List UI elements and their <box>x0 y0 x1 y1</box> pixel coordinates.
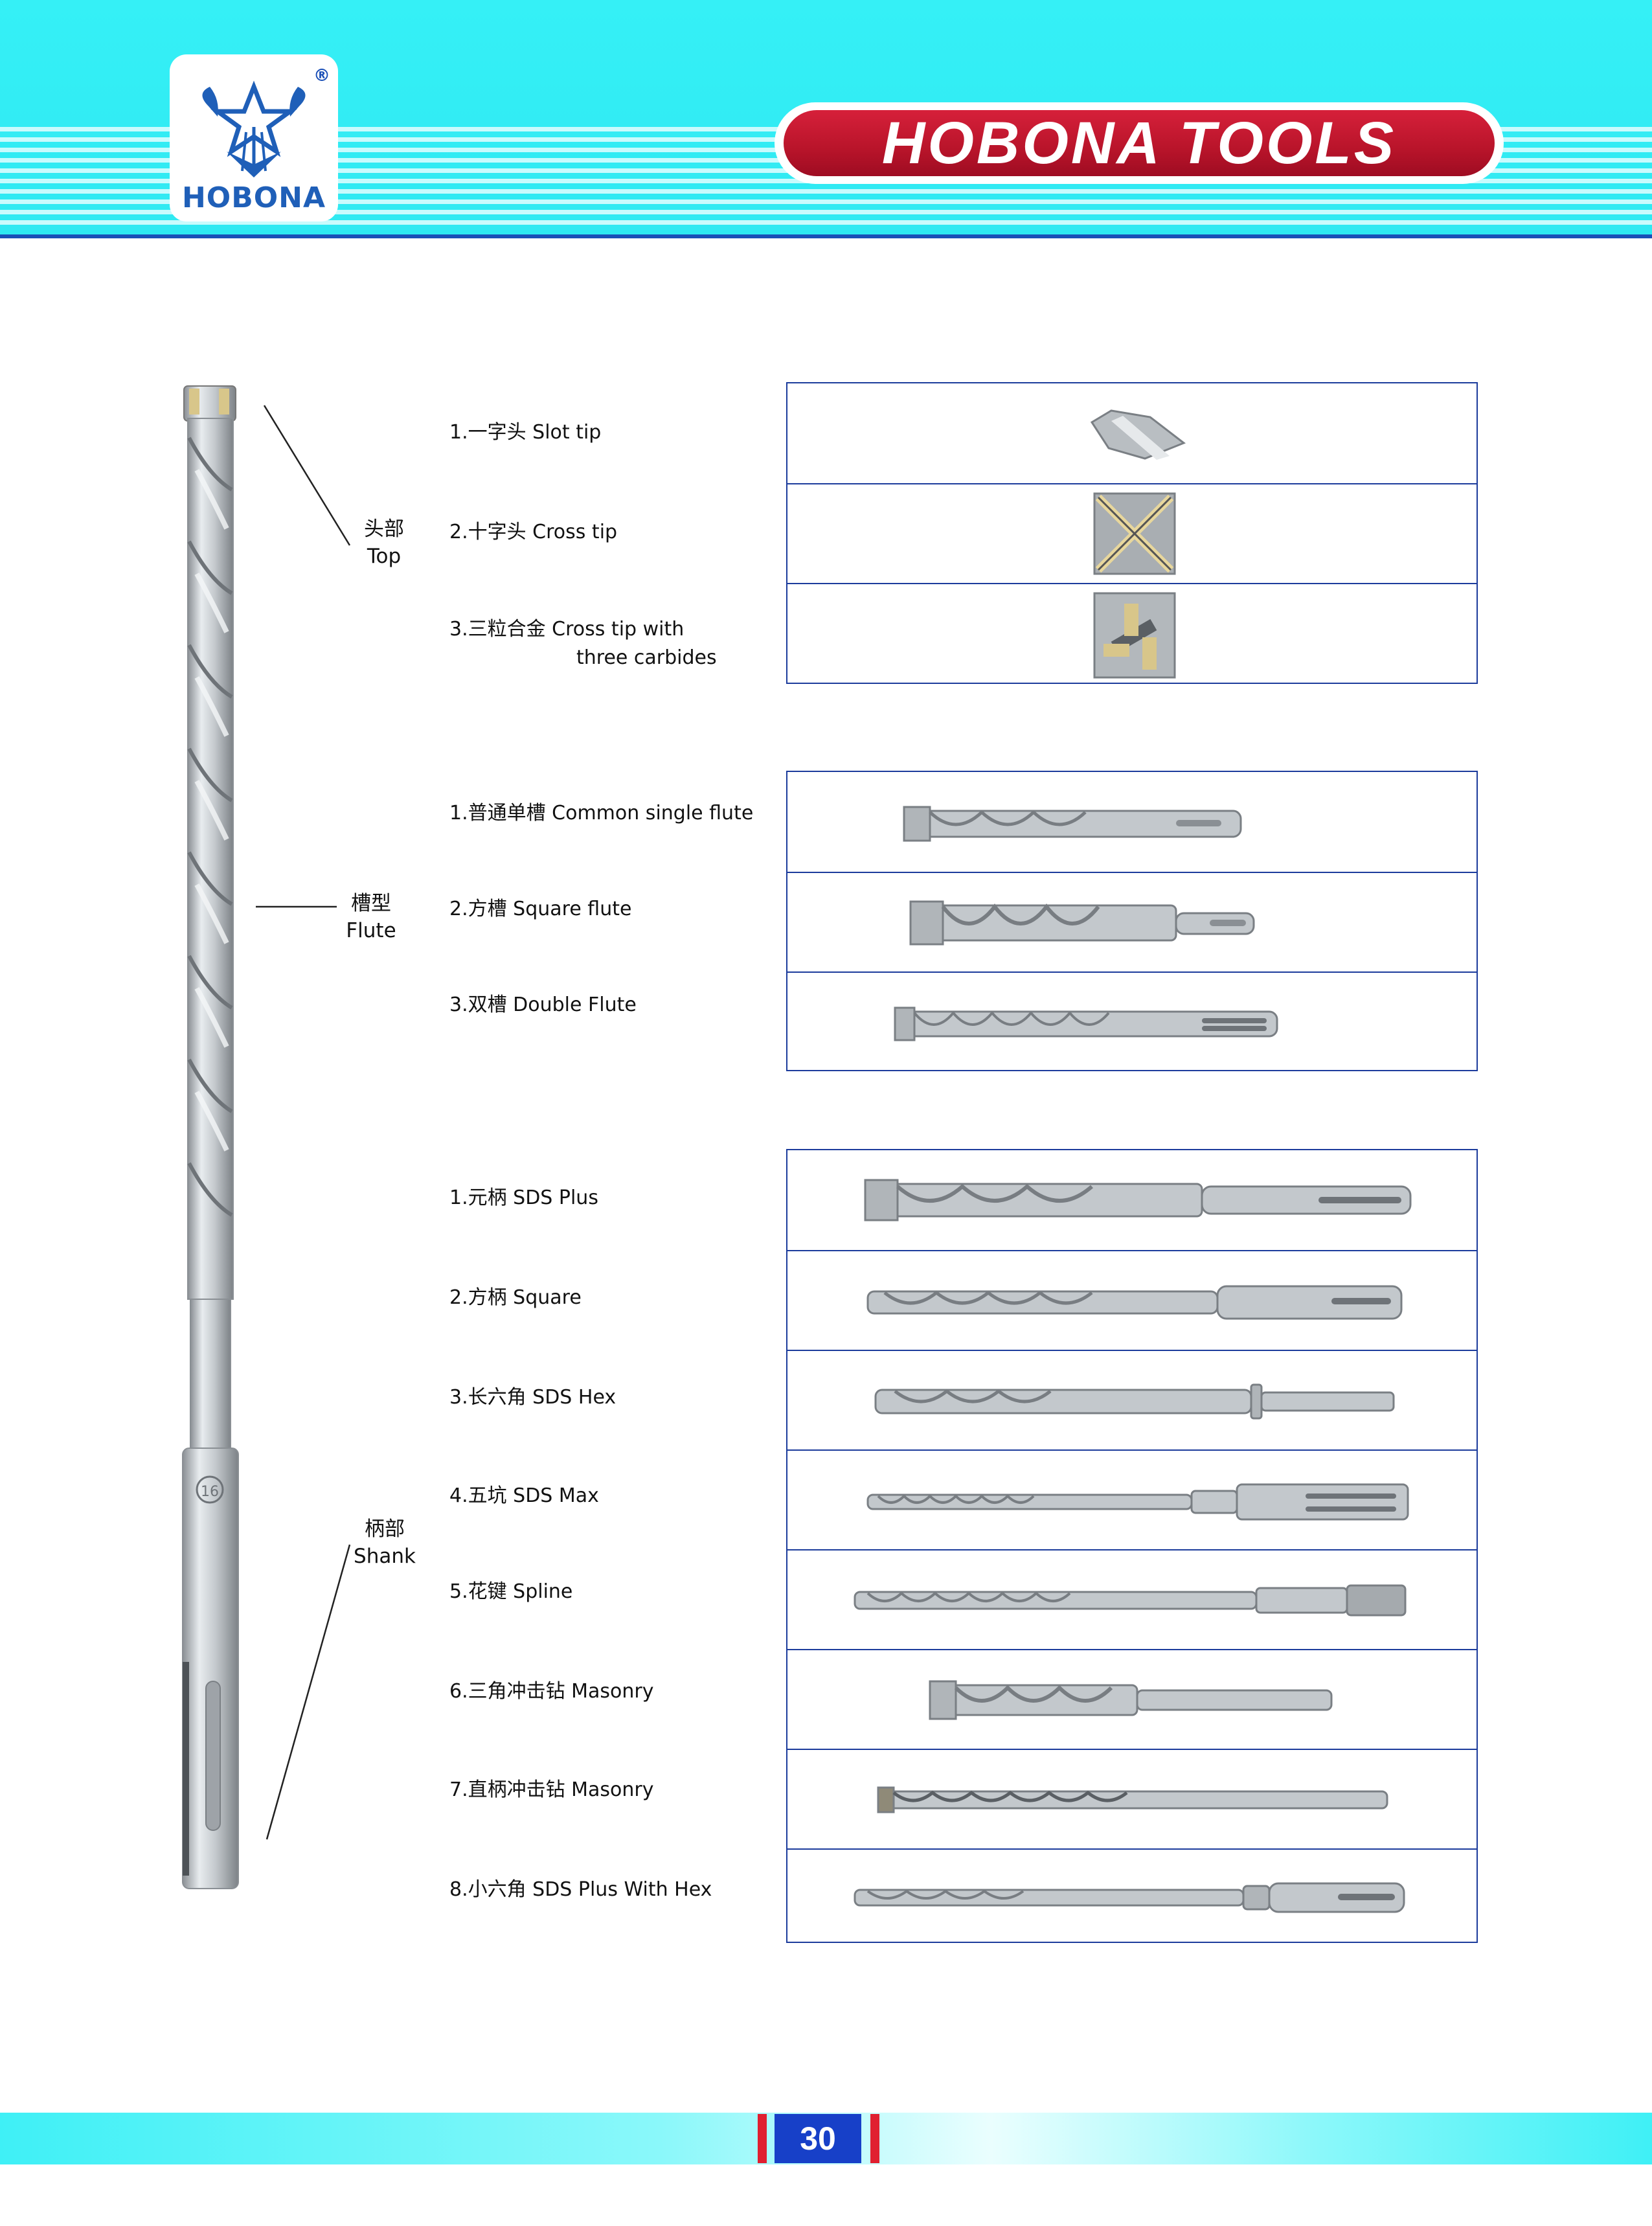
footer-red-bar <box>870 2114 879 2163</box>
spline-bit-icon <box>854 1584 1407 1617</box>
shank-type-label: 1.元柄 SDS Plus <box>449 1187 598 1209</box>
straight-masonry-bit-icon <box>877 1786 1388 1813</box>
flute-row <box>787 971 1477 1073</box>
tip-label: 3.三粒合金 Cross tip with <box>449 618 685 641</box>
page-title: HOBONA TOOLS <box>881 110 1397 176</box>
flute-type-label: 3.双槽 Double Flute <box>449 994 637 1016</box>
shank-type-label: 6.三角冲击钻 Masonry <box>449 1680 654 1703</box>
tip-label: 2.十字头 Cross tip <box>449 521 618 543</box>
tip-row <box>787 483 1477 583</box>
three-carbide-tip-icon <box>1093 592 1176 679</box>
sds-max-bit-icon <box>866 1483 1409 1521</box>
flute-type-label: 2.方槽 Square flute <box>449 898 632 920</box>
top-label-en: Top <box>367 545 402 568</box>
drill-diagram: 16 <box>182 385 239 1889</box>
shank-row <box>787 1549 1477 1649</box>
drill-neck <box>190 1299 231 1449</box>
tip-row <box>787 383 1477 483</box>
page-number: 30 <box>800 2120 836 2157</box>
carbide-icon <box>189 389 199 415</box>
logo <box>170 54 338 221</box>
shank-marking-icon <box>196 1475 224 1504</box>
top-label: 头部 Top <box>355 516 413 570</box>
shank-row <box>787 1150 1477 1250</box>
shank-type-label: 7.直柄冲击钻 Masonry <box>449 1778 654 1801</box>
shank-row <box>787 1749 1477 1848</box>
single-flute-bit-icon <box>903 806 1242 842</box>
flute-label: 槽型 Flute <box>342 890 400 944</box>
tip-label-cont: three carbides <box>576 646 717 669</box>
sds-plus-hex-bit-icon <box>854 1882 1405 1913</box>
double-flute-bit-icon <box>894 1006 1278 1041</box>
flute-type-label: 1.普通单槽 Common single flute <box>449 802 754 824</box>
header-stripe <box>0 199 1652 204</box>
shank-type-label: 8.小六角 SDS Plus With Hex <box>449 1878 712 1901</box>
sds-hex-bit-icon <box>874 1383 1395 1420</box>
flute-row <box>787 772 1477 872</box>
shank-label-en: Shank <box>354 1545 416 1568</box>
flute-row <box>787 872 1477 971</box>
title-pill <box>784 110 1495 176</box>
cross-tip-icon <box>1093 492 1176 575</box>
shank-row <box>787 1649 1477 1749</box>
shank-marking: 16 <box>201 1484 219 1500</box>
tip-row <box>787 583 1477 685</box>
top-label-cn: 头部 <box>364 517 404 541</box>
header-rule <box>0 234 1652 238</box>
footer-red-bar <box>758 2114 767 2163</box>
flute-label-en: Flute <box>346 919 396 942</box>
shank-row <box>787 1449 1477 1549</box>
flutes-frame <box>786 771 1478 1071</box>
shank-row <box>787 1250 1477 1350</box>
drill-flute-body <box>187 418 234 1300</box>
tip-label: 1.一字头 Slot tip <box>449 421 602 444</box>
shank-label: 柄部 Shank <box>352 1516 417 1570</box>
shank-label-cn: 柄部 <box>365 1517 405 1541</box>
square-flute-bit-icon <box>909 900 1255 946</box>
sds-plus-bit-icon <box>864 1179 1412 1221</box>
registered-mark: ® <box>313 66 330 85</box>
logo-text: HOBONA <box>181 181 326 214</box>
shank-type-label: 3.长六角 SDS Hex <box>449 1386 617 1409</box>
shank-type-label: 5.花键 Spline <box>449 1580 573 1603</box>
masonry-bit-icon <box>929 1680 1333 1720</box>
square-shank-bit-icon <box>866 1285 1403 1320</box>
shank-type-label: 2.方柄 Square <box>449 1286 582 1309</box>
shank-edge <box>183 1662 189 1876</box>
flute-label-cn: 槽型 <box>351 892 391 915</box>
tips-frame <box>786 382 1478 684</box>
header-stripe <box>0 189 1652 194</box>
shank-groove <box>205 1681 221 1831</box>
shanks-frame <box>786 1149 1478 1943</box>
slot-tip-icon <box>1090 409 1186 460</box>
shank-row <box>787 1350 1477 1449</box>
carbide-icon <box>219 389 229 415</box>
header-stripe <box>0 220 1652 225</box>
shank-row <box>787 1848 1477 1944</box>
logo-star-icon <box>202 80 306 177</box>
callout-lines <box>256 405 351 1840</box>
shank-type-label: 4.五坑 SDS Max <box>449 1484 599 1507</box>
flute-spirals <box>187 437 233 1217</box>
header-stripe <box>0 210 1652 214</box>
page-number-box <box>775 2114 861 2163</box>
